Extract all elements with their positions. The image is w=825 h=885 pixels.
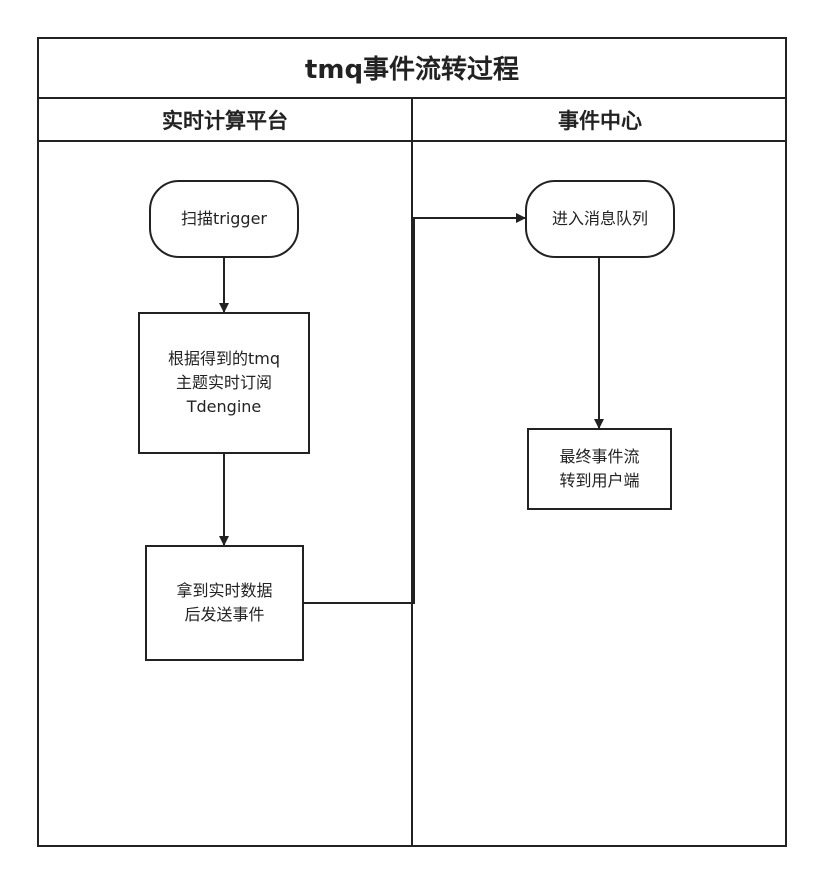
diagram-title: tmq事件流转过程 (37, 37, 787, 99)
node-subscribe-tdengine: 根据得到的tmq 主题实时订阅 Tdengine (138, 312, 310, 454)
node-message-queue: 进入消息队列 (525, 180, 675, 258)
node-send-event: 拿到实时数据 后发送事件 (145, 545, 304, 661)
node-scan-trigger: 扫描trigger (149, 180, 299, 258)
node-deliver-user: 最终事件流 转到用户端 (527, 428, 672, 510)
lane-header-realtime: 实时计算平台 (37, 99, 413, 142)
lane-divider (411, 99, 413, 847)
lane-header-eventcenter: 事件中心 (413, 99, 787, 142)
